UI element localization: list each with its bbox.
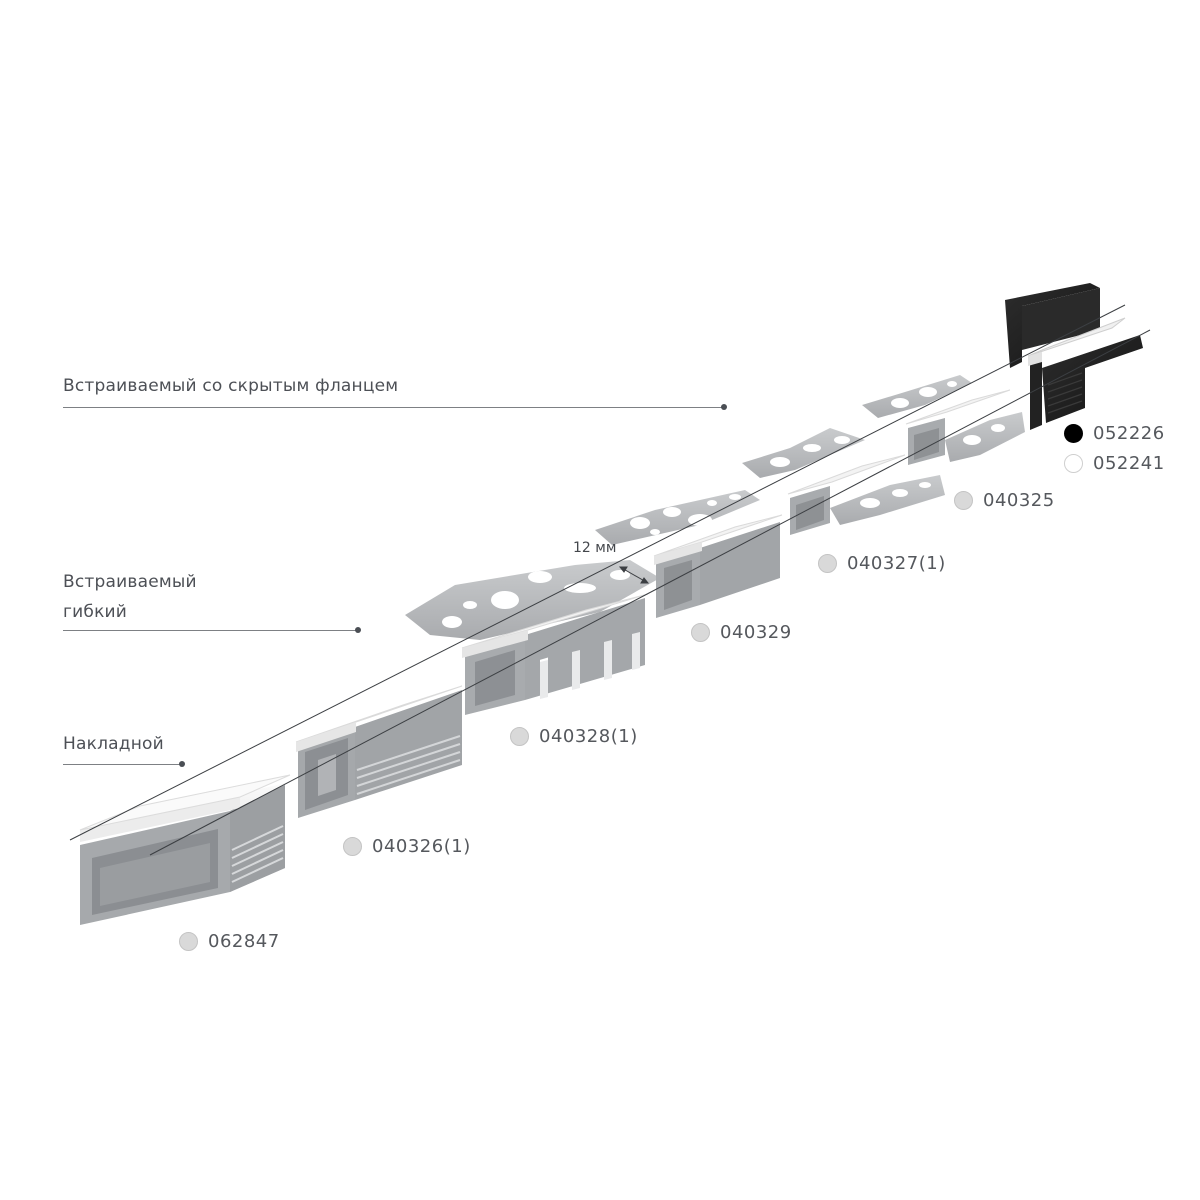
color-swatch-black xyxy=(1064,424,1083,443)
leader-line-hidden-flange xyxy=(63,407,723,408)
leader-line-flexible xyxy=(63,630,358,631)
profile-052226-art xyxy=(1005,283,1143,430)
product-code-062847: 062847 xyxy=(179,931,280,952)
product-code-040327: 040327(1) xyxy=(818,553,946,574)
product-code-text: 062847 xyxy=(208,931,280,952)
profile-040329-art xyxy=(595,490,783,618)
product-code-040329: 040329 xyxy=(691,622,792,643)
leader-dot-surface xyxy=(179,761,185,767)
color-swatch-silver xyxy=(954,491,973,510)
profile-040328-art xyxy=(405,560,660,715)
profile-040325-art xyxy=(862,375,1025,465)
dimension-arrow-12mm xyxy=(618,566,650,584)
profile-062847-art xyxy=(78,774,291,925)
product-code-040326: 040326(1) xyxy=(343,836,471,857)
leader-dot-hidden-flange xyxy=(721,404,727,410)
leader-line-surface xyxy=(63,764,181,765)
product-code-040328: 040328(1) xyxy=(510,726,638,747)
product-code-text: 040325 xyxy=(983,490,1055,511)
category-label-flexible-line1: Встраиваемый xyxy=(63,572,197,592)
axis-lines xyxy=(69,304,1151,856)
color-swatch-silver xyxy=(691,623,710,642)
color-swatch-silver xyxy=(818,554,837,573)
dimension-label: 12 мм xyxy=(573,540,617,556)
color-swatch-white xyxy=(1064,454,1083,473)
product-code-text: 040327(1) xyxy=(847,553,946,574)
product-code-text: 052226 xyxy=(1093,423,1165,444)
category-label-surface: Накладной xyxy=(63,734,164,754)
product-code-052226: 052226 xyxy=(1064,423,1165,444)
category-label-hidden-flange: Встраиваемый со скрытым фланцем xyxy=(63,376,399,396)
product-code-text: 040326(1) xyxy=(372,836,471,857)
product-code-text: 040328(1) xyxy=(539,726,638,747)
category-label-flexible-line2: гибкий xyxy=(63,602,128,622)
color-swatch-silver xyxy=(510,727,529,746)
product-code-040325: 040325 xyxy=(954,490,1055,511)
product-code-text: 052241 xyxy=(1093,453,1165,474)
profile-040327-art xyxy=(742,428,945,535)
product-code-text: 040329 xyxy=(720,622,792,643)
profile-040326-art xyxy=(295,685,463,818)
leader-dot-flexible xyxy=(355,627,361,633)
color-swatch-silver xyxy=(343,837,362,856)
color-swatch-silver xyxy=(179,932,198,951)
product-code-052241: 052241 xyxy=(1064,453,1165,474)
